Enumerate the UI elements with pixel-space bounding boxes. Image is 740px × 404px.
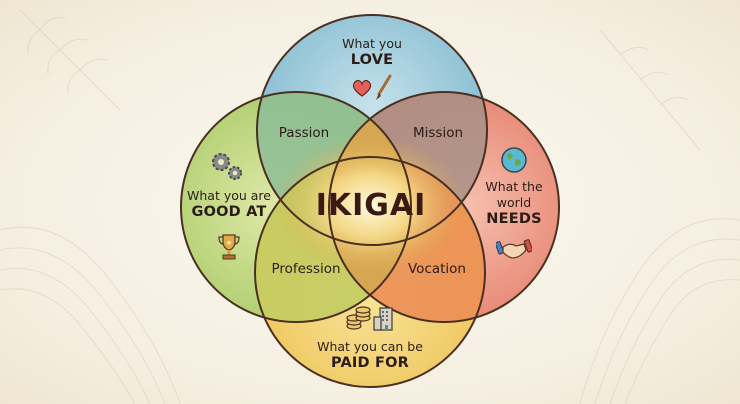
label-mission: Mission	[412, 125, 464, 141]
trophy-icon: ★	[218, 234, 240, 260]
building-icon	[373, 307, 393, 331]
paid-for-line1: What you can be	[317, 339, 423, 354]
paintbrush-icon	[376, 74, 392, 100]
heart-icon	[352, 79, 372, 97]
label-profession: Profession	[271, 261, 341, 277]
good-at-line1: What you are	[187, 188, 271, 203]
love-line2: LOVE	[350, 52, 394, 68]
handshake-icon	[496, 239, 532, 259]
needs-line1: What the	[485, 179, 543, 194]
decorative-leaves	[19, 9, 701, 151]
center-title-ikigai: IKIGAI	[315, 188, 427, 223]
label-vocation: Vocation	[407, 261, 467, 277]
needs-line2: NEEDS	[486, 211, 542, 227]
needs-line1b: world	[496, 195, 532, 210]
love-line1: What you	[342, 36, 402, 51]
svg-text:★: ★	[226, 239, 232, 247]
coins-icon	[346, 306, 371, 330]
gears-icon	[212, 153, 242, 180]
paid-for-line2: PAID FOR	[331, 355, 409, 371]
decorative-waves	[0, 218, 740, 404]
good-at-line2: GOOD AT	[191, 204, 267, 220]
globe-icon	[501, 147, 527, 173]
center-glow	[275, 136, 465, 276]
label-passion: Passion	[278, 125, 330, 141]
